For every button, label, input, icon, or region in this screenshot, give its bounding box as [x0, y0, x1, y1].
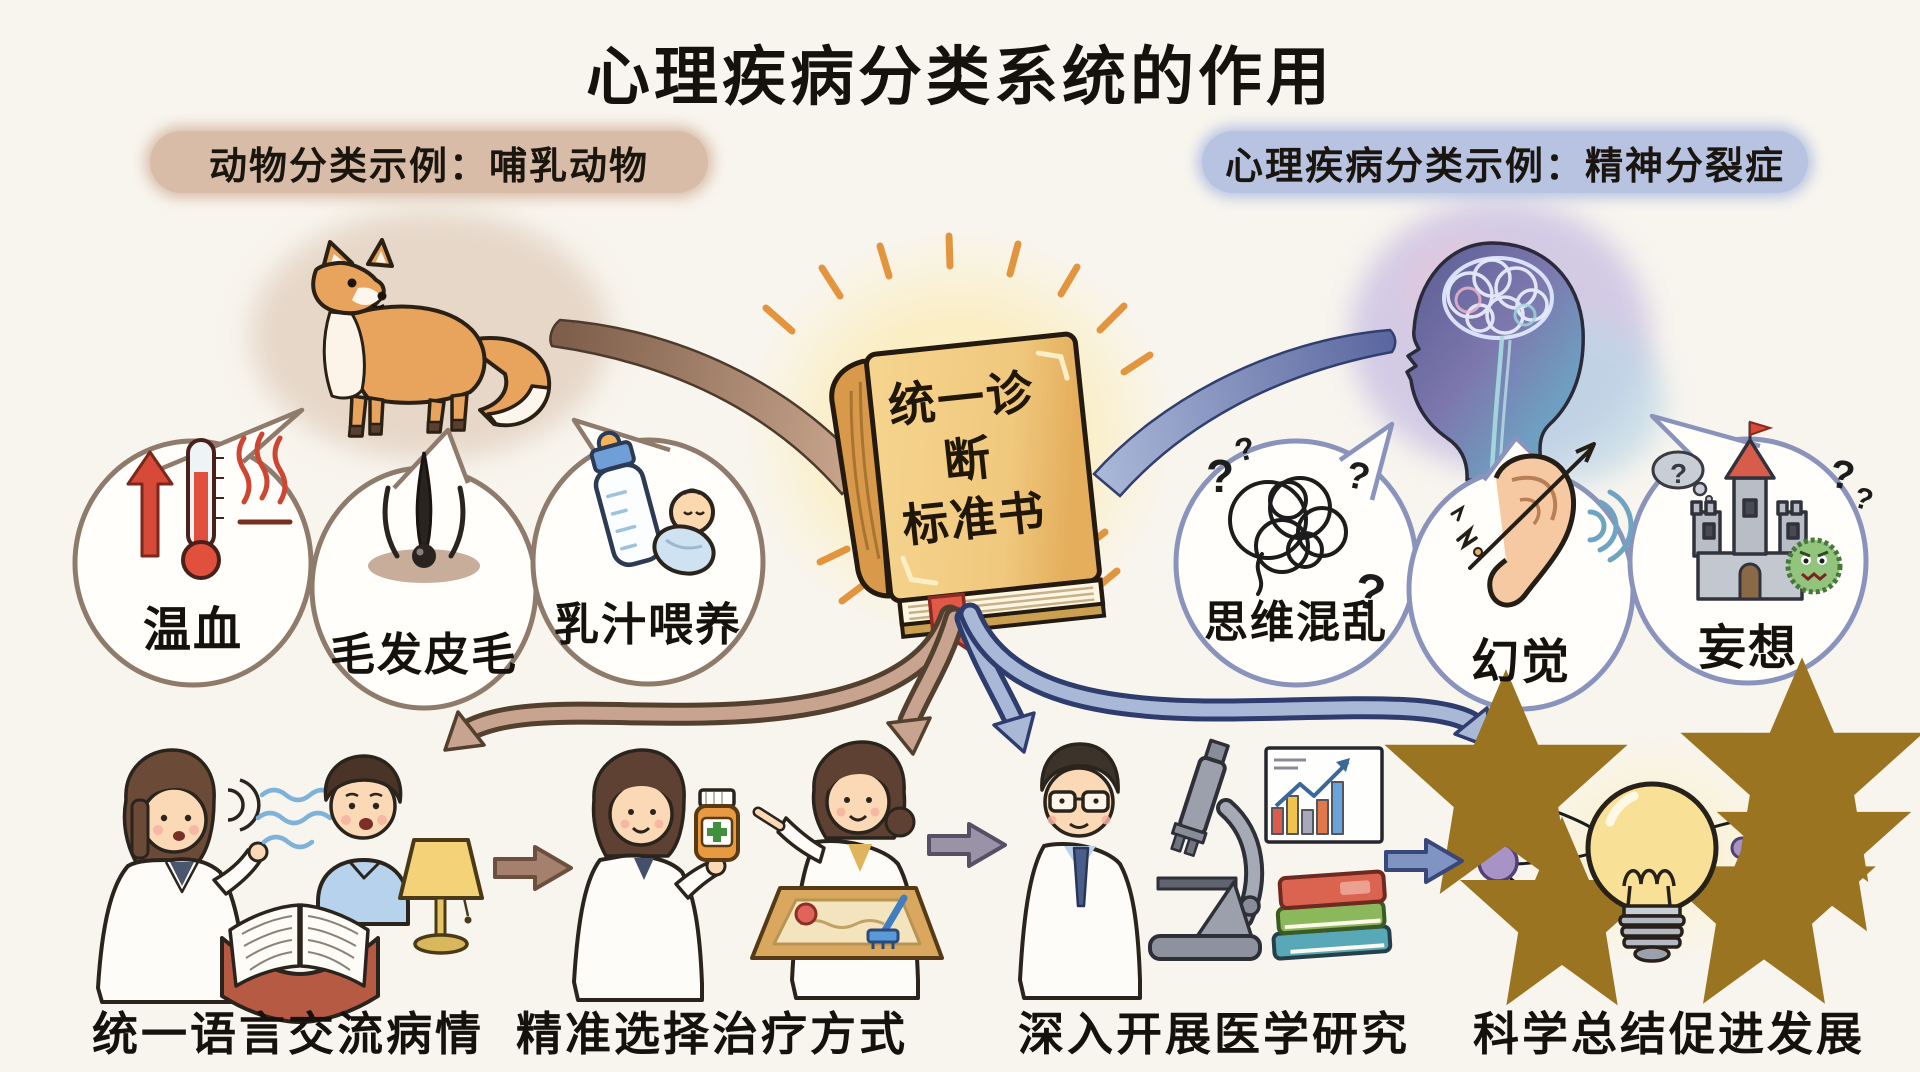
page-title: 心理疾病分类系统的作用: [586, 41, 1334, 113]
fox-illustration: [311, 238, 552, 438]
band-animal-to-book: [549, 318, 870, 496]
caption-research: 深入开展医学研究: [1018, 1008, 1410, 1060]
medicine-bottle-icon: [694, 788, 740, 862]
book-title-line1: 统一诊断: [885, 364, 1038, 489]
bubble-label-fur: 毛发皮毛: [329, 629, 518, 680]
scene-development: [1479, 735, 1833, 965]
lightbulb-icon: [1585, 781, 1719, 963]
arrow-treatment-to-research: [927, 822, 1007, 868]
fan-arrow-treatment: [886, 606, 967, 756]
arrow-communication-to-treatment: [493, 845, 573, 891]
caption-communication: 统一语言交流病情: [92, 1008, 484, 1060]
right-bubbles: ? ? ? ?: [1173, 413, 1877, 712]
right-example-label: 心理疾病分类示例：精神分裂症: [1202, 131, 1808, 193]
scene-research: [1018, 738, 1393, 1000]
speech-waves-icon: [227, 778, 337, 850]
bubble-label-hallucination: 幻觉: [1470, 636, 1571, 689]
bar-chart-icon: [1264, 746, 1384, 844]
scene-treatment: [572, 740, 944, 1002]
brain-illustration: [1405, 241, 1585, 482]
scene-communication: [96, 748, 484, 1024]
svg-text:?: ?: [1826, 452, 1858, 500]
ear-hallucination-icon: [1450, 442, 1634, 608]
svg-text:?: ?: [1850, 481, 1877, 518]
thermometer-heat-icon: [126, 431, 293, 580]
hair-follicle-icon: [368, 451, 480, 583]
sand-tray-icon: [750, 886, 944, 960]
bubble-label-warm-blood: 温血: [142, 604, 243, 657]
svg-text:?: ?: [1206, 450, 1234, 502]
bubble-label-milk-feeding: 乳汁喂养: [553, 599, 742, 650]
caption-development: 科学总结促进发展: [1473, 1008, 1865, 1060]
left-bubbles: [72, 407, 766, 711]
caption-treatment: 精准选择治疗方式: [516, 1008, 908, 1060]
baby-bottle-icon: [589, 430, 716, 576]
bubble-label-confused-thinking: 思维混乱: [1204, 598, 1388, 647]
band-brain-to-book: [1092, 328, 1397, 498]
book-title: 统一诊断 标准书: [865, 359, 1071, 560]
fan-arrow-communication: [443, 604, 962, 752]
microscope-icon: [1148, 738, 1264, 961]
svg-text:?: ?: [1670, 458, 1687, 489]
books-stack-icon: [1271, 869, 1393, 961]
left-example-label: 动物分类示例：哺乳动物: [150, 131, 708, 193]
fan-arrows: [443, 602, 1494, 756]
bubble-label-delusion: 妄想: [1697, 622, 1798, 675]
